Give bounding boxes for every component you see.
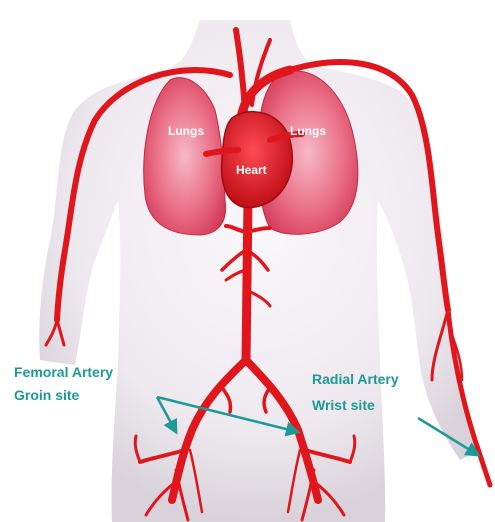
groin-site-label: Groin site <box>14 387 80 403</box>
heart-label: Heart <box>236 163 267 177</box>
wrist-site-label: Wrist site <box>312 397 375 413</box>
descending-aorta <box>246 200 248 360</box>
lungs-right-label: Lungs <box>290 124 326 138</box>
lungs-left-label: Lungs <box>168 124 204 138</box>
radial-artery-label: Radial Artery <box>312 371 399 387</box>
femoral-artery-label: Femoral Artery <box>14 364 113 380</box>
